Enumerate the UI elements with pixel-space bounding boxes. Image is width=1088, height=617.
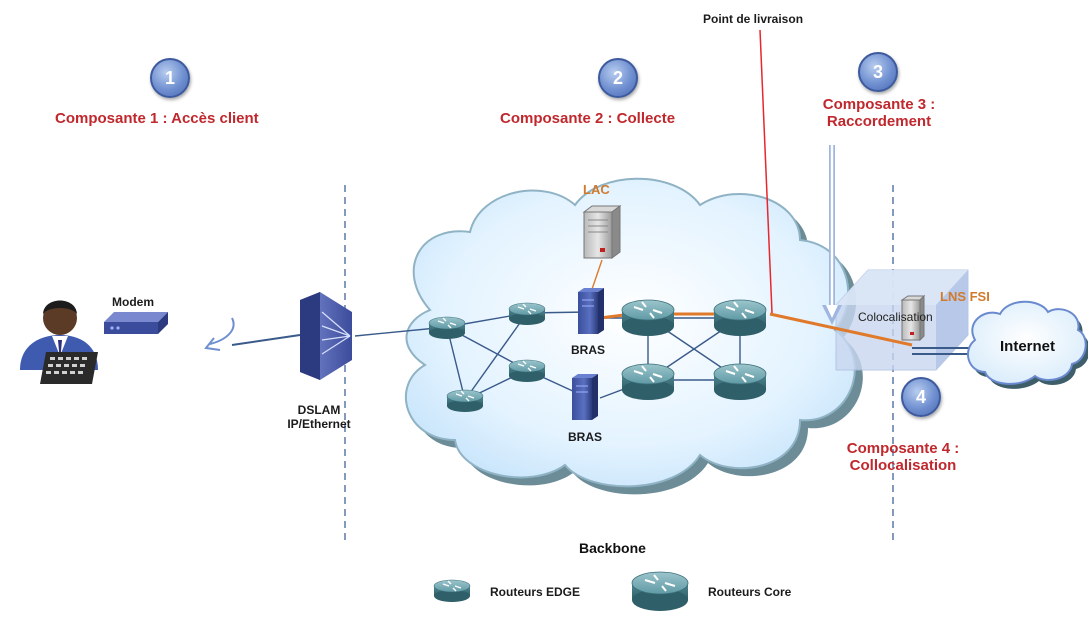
- colocalisation-label: Colocalisation: [858, 310, 933, 324]
- component-1-badge: 1: [150, 58, 190, 98]
- lac-server-icon: [582, 205, 622, 259]
- bras-label-top: BRAS: [571, 343, 606, 357]
- edge-router-1: [428, 316, 466, 339]
- modem-label: Modem: [112, 295, 154, 309]
- delivery-point-line: [759, 29, 773, 314]
- user-icon: [20, 300, 98, 384]
- legend-core-label: Routeurs Core: [708, 585, 792, 599]
- dslam-label: DSLAM IP/Ethernet: [279, 403, 359, 431]
- legend-core-router-icon: [631, 571, 689, 611]
- bras-server-icon-top: [578, 288, 604, 334]
- edge-router-3: [508, 359, 546, 382]
- dslam-label-line1: DSLAM: [297, 403, 341, 417]
- bras-server-icon-bottom: [572, 374, 598, 420]
- dslam-label-line2: IP/Ethernet: [287, 417, 351, 431]
- backbone-cloud: [404, 177, 863, 495]
- edge-router-2: [508, 302, 546, 325]
- edge-router-4: [446, 389, 484, 412]
- component-4-label: Composante 4 : Collocalisation: [832, 440, 974, 474]
- legend-edge-router-icon: [433, 579, 471, 602]
- component-3-label-line1: Composante 3 :: [822, 96, 936, 113]
- component-2-badge: 2: [598, 58, 638, 98]
- internet-label: Internet: [1000, 338, 1056, 355]
- core-router-4: [713, 363, 767, 400]
- dslam-icon: [300, 292, 352, 380]
- component-3-badge: 3: [858, 52, 898, 92]
- lns-fsi-label: LNS FSI: [940, 289, 990, 304]
- component-3-label: Composante 3 : Raccordement: [805, 96, 953, 130]
- core-router-1: [621, 299, 675, 336]
- component-4-label-line1: Composante 4 :: [846, 440, 960, 457]
- core-router-2: [713, 299, 767, 336]
- bras-label-bottom: BRAS: [568, 430, 603, 444]
- modem-icon: [104, 312, 168, 334]
- lns-server-icon: [900, 294, 926, 342]
- core-router-3: [621, 363, 675, 400]
- component-4-badge: 4: [901, 377, 941, 417]
- backbone-label: Backbone: [579, 540, 646, 556]
- raccordement-arrow: [822, 145, 842, 325]
- lac-label: LAC: [583, 182, 610, 197]
- component-2-label: Composante 2 : Collecte: [500, 110, 676, 127]
- component-3-label-line2: Raccordement: [826, 113, 932, 130]
- internet-cloud: [966, 300, 1088, 389]
- legend-edge-label: Routeurs EDGE: [490, 585, 581, 599]
- component-4-label-line2: Collocalisation: [849, 457, 957, 474]
- wireless-link-icon: [204, 317, 235, 351]
- delivery-point-label: Point de livraison: [703, 12, 804, 26]
- component-1-label: Composante 1 : Accès client: [55, 110, 259, 127]
